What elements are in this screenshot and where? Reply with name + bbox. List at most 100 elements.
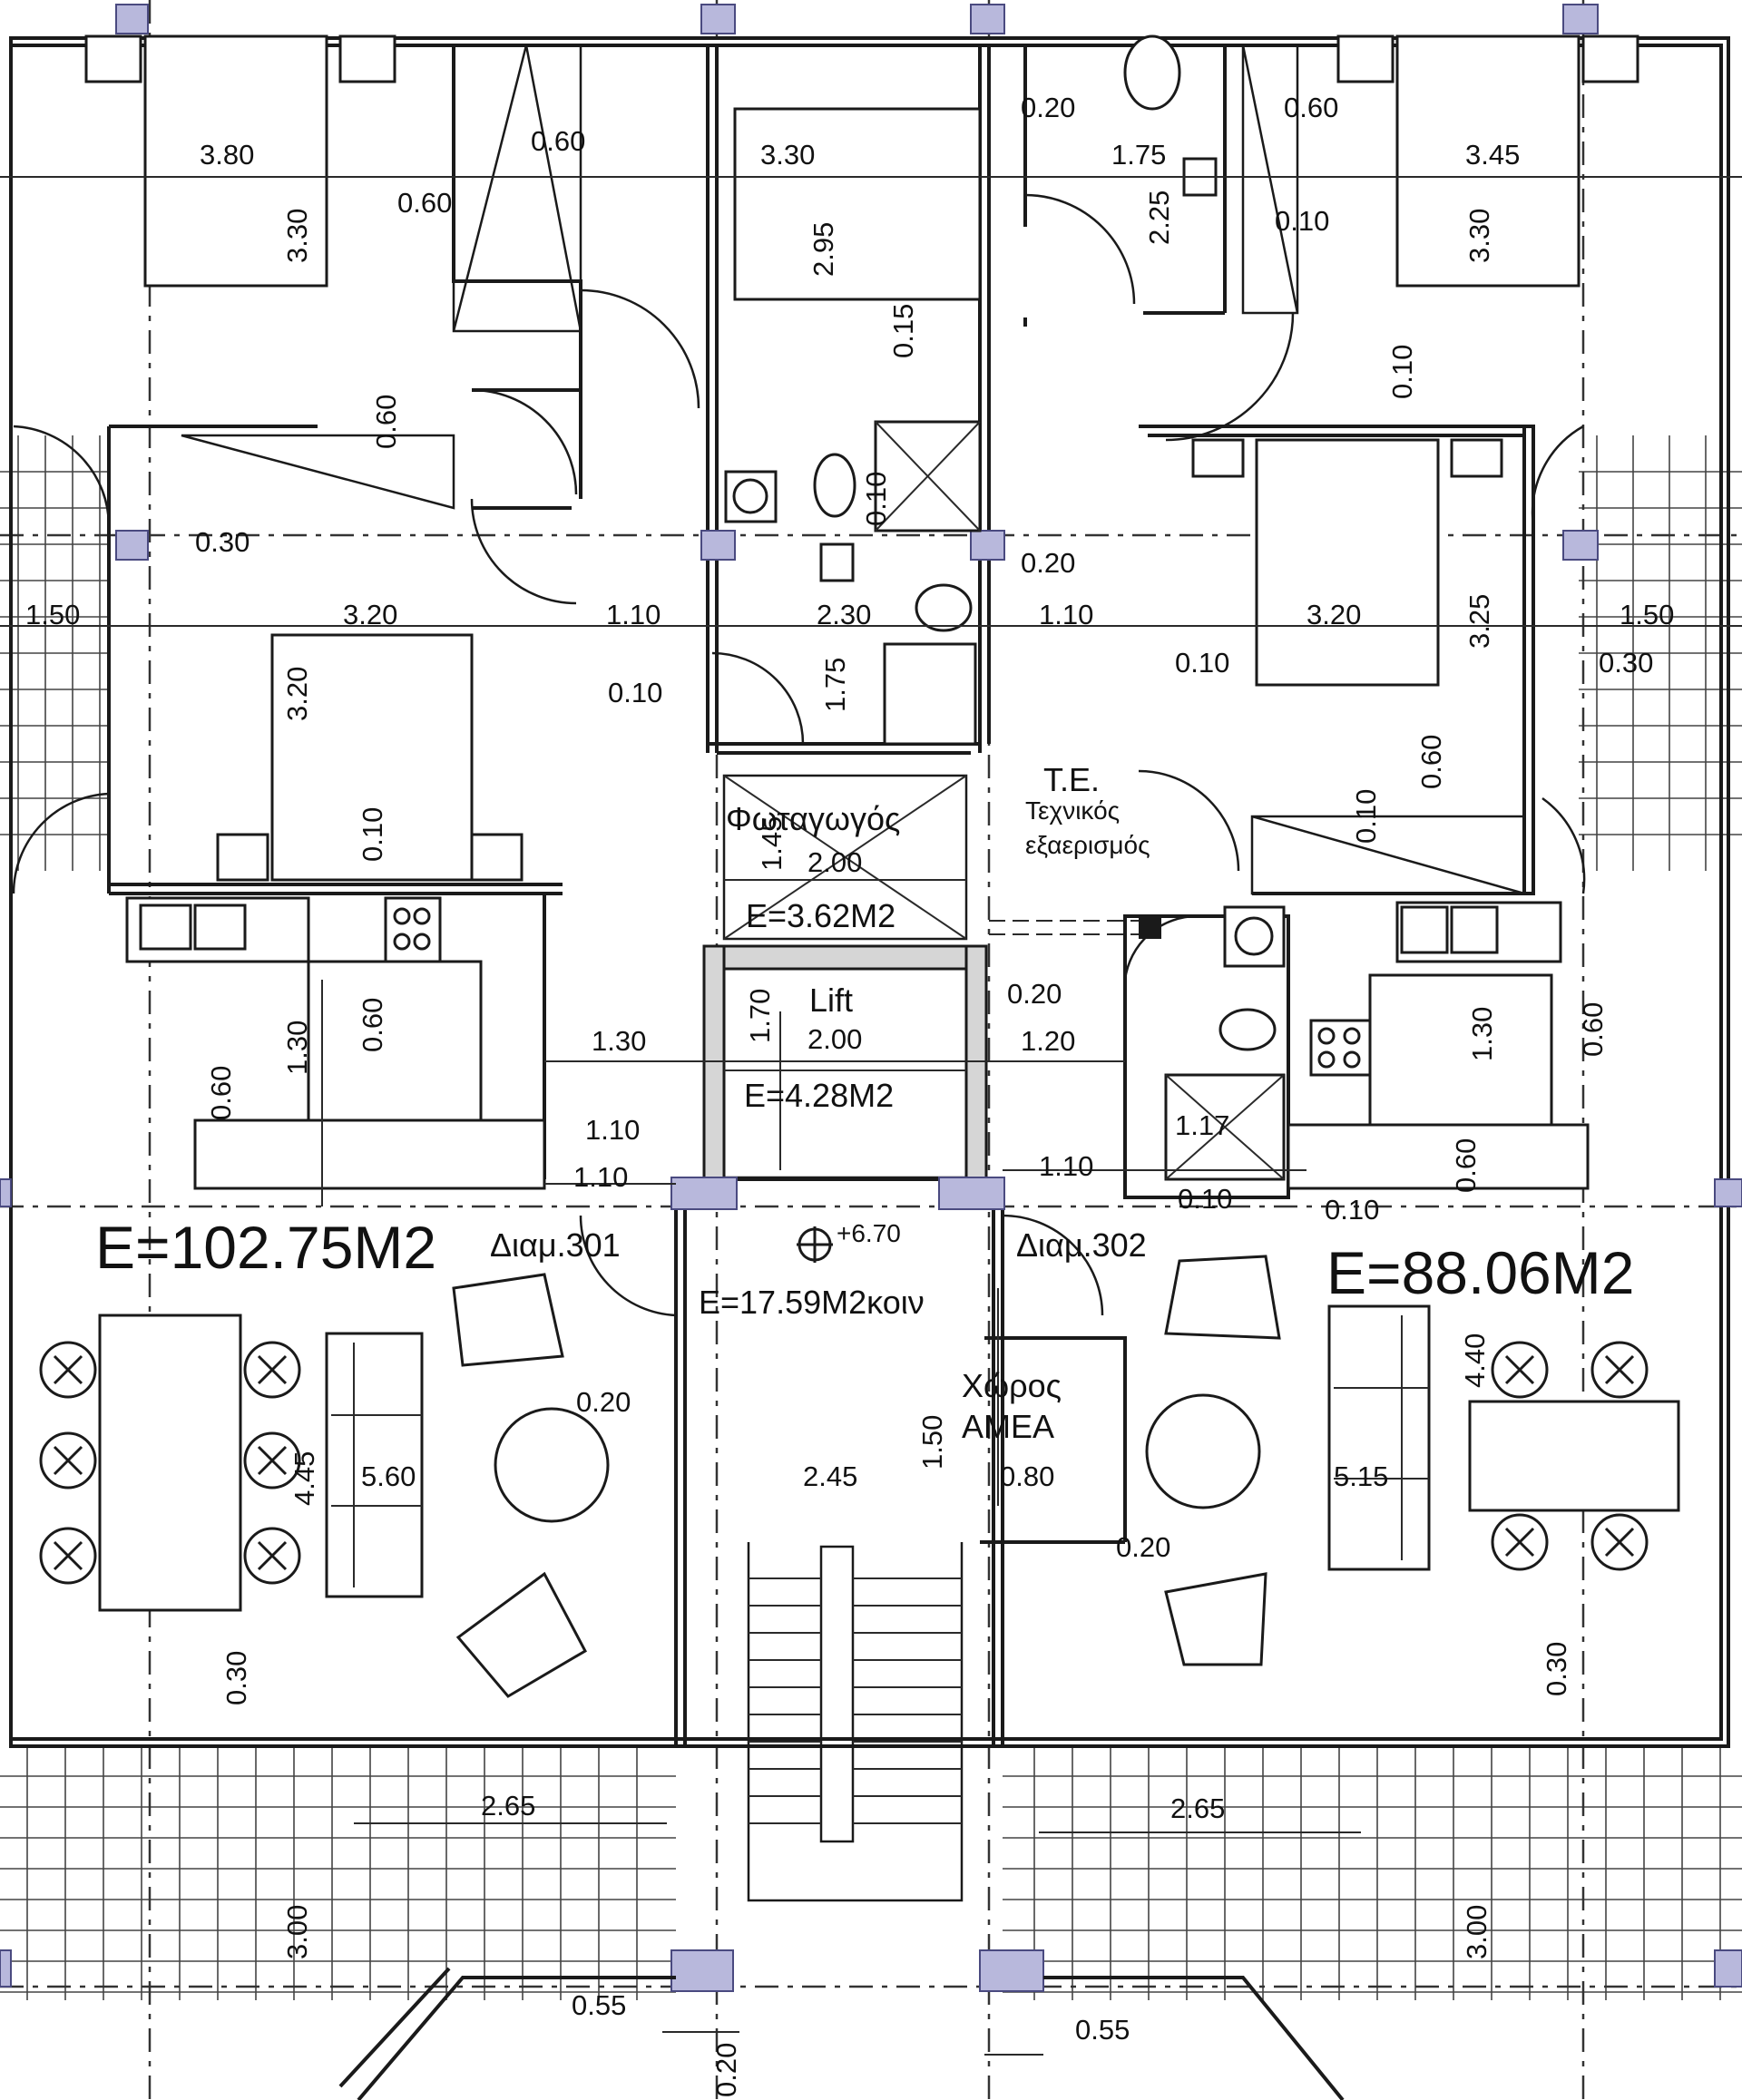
lift-area: E=4.28M2: [744, 1077, 895, 1114]
dim-label: 3.00: [281, 1904, 313, 1959]
columns: [0, 4, 1742, 1992]
dim-label: 5.15: [1334, 1460, 1389, 1492]
dim-label: 0.30: [1541, 1641, 1572, 1696]
dining-table-right: [1468, 1341, 1680, 1571]
dim-label: 0.10: [860, 471, 892, 526]
level-marker-icon: [797, 1226, 833, 1263]
dim-label: 0.10: [1386, 344, 1418, 399]
dim-label: 0.10: [608, 677, 663, 708]
sofa-left: [325, 1332, 424, 1598]
dim-label: 0.60: [397, 187, 453, 219]
dim-label: 1.30: [592, 1025, 647, 1057]
dim-label: 2.65: [1170, 1792, 1226, 1824]
dim-label: 0.20: [1021, 92, 1076, 123]
dim-label: 0.20: [710, 2042, 742, 2097]
dim-label: 2.30: [817, 599, 872, 630]
dim-label: 2.45: [803, 1460, 858, 1492]
apartment-302-area: E=88.06M2: [1326, 1239, 1635, 1306]
dim-label: 3.25: [1463, 593, 1495, 649]
lightwell-area: E=3.62M2: [746, 897, 896, 934]
dim-label: 3.00: [1461, 1904, 1492, 1959]
dim-label: 0.60: [1284, 92, 1339, 123]
dim-label: 0.30: [195, 526, 250, 558]
dim-label: 0.10: [357, 806, 388, 862]
lift-width: 2.00: [807, 1023, 863, 1055]
te-desc-1: Τεχνικός: [1025, 796, 1121, 825]
dim-label: 0.60: [1450, 1138, 1482, 1193]
dimension-lines: [0, 176, 1742, 2056]
dim-label: 3.20: [343, 599, 398, 630]
dim-label: 0.60: [357, 997, 388, 1052]
dim-label: 0.10: [1350, 788, 1382, 844]
amea-label-1: Χώρος: [962, 1367, 1062, 1404]
apartment-301-name: Διαμ.301: [490, 1226, 621, 1264]
lightwell-label: Φωταγωγός: [726, 800, 901, 837]
dim-label: 0.60: [370, 394, 402, 449]
dining-table-left: [39, 1314, 301, 1612]
te-duct: [989, 916, 1161, 939]
dim-label: 0.15: [887, 303, 919, 358]
dim-label: 0.20: [1021, 547, 1076, 579]
te-label: T.E.: [1043, 761, 1101, 798]
dim-label: 0.10: [1325, 1194, 1380, 1226]
dim-label: 0.10: [1178, 1183, 1233, 1215]
interior-walls: [107, 45, 1535, 1746]
doors: [12, 193, 1586, 1317]
dim-label: 1.10: [606, 599, 661, 630]
dim-label: 1.30: [1466, 1006, 1498, 1061]
dim-label: 1.10: [1039, 1150, 1094, 1182]
dim-label: 2.95: [807, 221, 839, 277]
balcony-tiles-sides: [0, 435, 1742, 871]
dim-label: 0.60: [205, 1065, 237, 1120]
dim-label: 1.50: [1620, 599, 1675, 630]
dim-label: 3.30: [281, 208, 313, 263]
dim-label: 1.45: [756, 816, 788, 871]
dim-label: 3.80: [200, 139, 255, 171]
apartment-301-area: E=102.75M2: [95, 1214, 437, 1281]
bay-walls: [338, 1967, 1345, 2100]
level-label: +6.70: [837, 1219, 901, 1247]
staircase: [747, 1542, 964, 1902]
armchairs-right: [1145, 1255, 1281, 1666]
dim-label: 1.75: [1111, 139, 1167, 171]
dim-label: 2.65: [481, 1790, 536, 1822]
dim-label: 1.17: [1175, 1109, 1230, 1141]
dim-label: 1.70: [744, 988, 776, 1043]
dim-label: 0.10: [1275, 205, 1330, 237]
lift-label: Lift: [809, 982, 854, 1019]
dim-label: 1.50: [25, 599, 81, 630]
dim-label: 1.30: [281, 1020, 313, 1075]
kitchens: [125, 896, 1590, 1190]
dim-label: 0.60: [1415, 734, 1447, 789]
dim-label: 0.20: [1116, 1531, 1171, 1563]
dim-label: 3.30: [1463, 208, 1495, 263]
dim-label: 0.80: [1000, 1460, 1055, 1492]
dim-label: 1.10: [1039, 599, 1094, 630]
dim-label: 3.20: [281, 666, 313, 721]
balcony-tiles-bottom: [0, 1746, 1742, 2000]
dim-label: 0.55: [572, 1989, 627, 2021]
lift-shaft: [702, 944, 988, 1184]
dim-label: 0.20: [576, 1386, 631, 1418]
lightwell-width: 2.00: [807, 846, 863, 878]
dim-label: 3.45: [1465, 139, 1521, 171]
sofa-right: [1327, 1304, 1431, 1571]
dim-label: 0.30: [220, 1650, 252, 1705]
apartment-302-name: Διαμ.302: [1016, 1226, 1147, 1264]
dim-label: 1.20: [1021, 1025, 1076, 1057]
dim-label: 1.75: [819, 657, 851, 712]
te-desc-2: εξαερισμός: [1025, 831, 1150, 859]
dim-label: 1.10: [573, 1161, 629, 1193]
dim-label: 3.30: [760, 139, 816, 171]
common-area-label: E=17.59M2κοιν: [699, 1284, 925, 1321]
dim-label: 3.20: [1306, 599, 1362, 630]
dim-label: 2.25: [1143, 190, 1175, 245]
dim-label: 4.40: [1459, 1333, 1491, 1388]
dim-label: 1.10: [585, 1114, 641, 1146]
wardrobes: [181, 44, 1526, 895]
dim-label: 4.45: [289, 1450, 320, 1506]
dim-label: 0.30: [1599, 647, 1654, 679]
armchairs-left: [452, 1273, 610, 1698]
dim-label: 0.60: [1577, 1001, 1609, 1057]
